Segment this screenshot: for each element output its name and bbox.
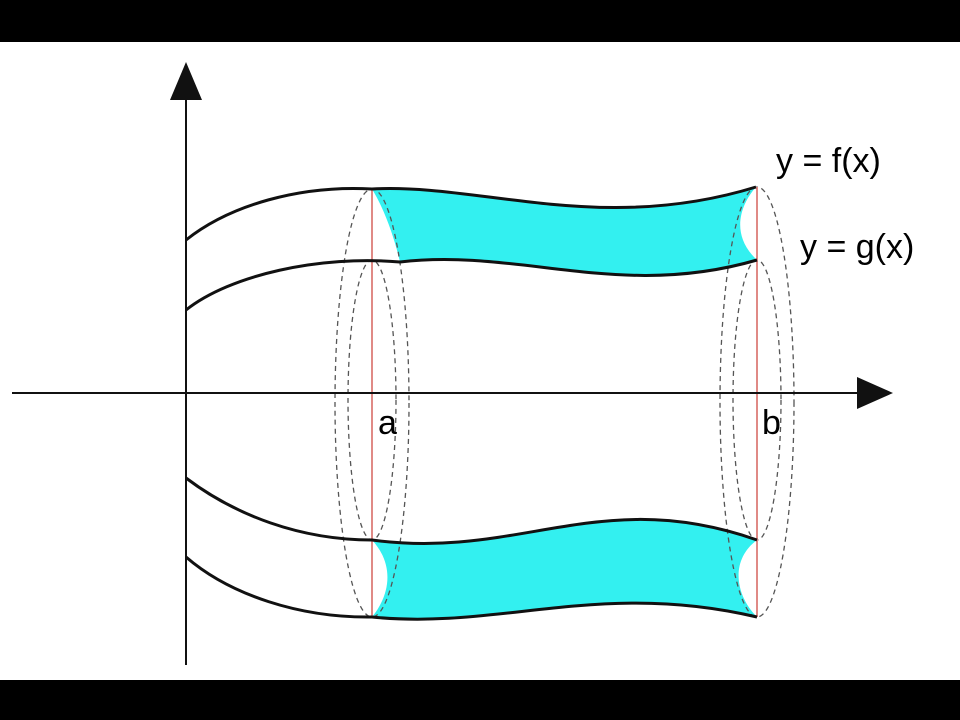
- curve-f-upper: [185, 185, 757, 242]
- washer-region-top: [372, 187, 757, 276]
- f-curve-label: y = f(x): [776, 142, 881, 180]
- x-axis-arrow-icon: [857, 377, 893, 409]
- point-b-label: b: [762, 404, 781, 442]
- point-a-label: a: [378, 404, 397, 442]
- y-axis-arrow-icon: [170, 62, 202, 100]
- g-curve-label: y = g(x): [800, 228, 914, 266]
- curve-g-lower: [185, 476, 758, 545]
- curve-g-upper: [185, 258, 758, 312]
- curve-f-lower: [185, 555, 758, 621]
- washer-region-bottom: [372, 519, 757, 620]
